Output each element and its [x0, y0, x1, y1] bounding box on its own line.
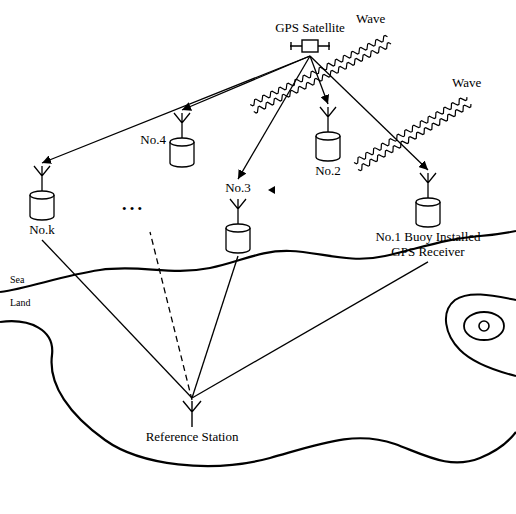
node-label: No.2 [315, 164, 341, 179]
node-label: No.1 Buoy Installed GPS Receiver [362, 230, 494, 260]
dashed-link [150, 232, 192, 400]
link-line [192, 256, 238, 398]
wave-label: Wave [356, 12, 385, 27]
node-label: No.4 [140, 133, 166, 148]
coastline [0, 231, 516, 292]
wave-bands [250, 35, 471, 170]
node-label: Reference Station [146, 430, 239, 445]
node-label: No.k [29, 223, 55, 238]
buoy: No.2 [312, 104, 344, 181]
wave-line [250, 35, 387, 105]
satellite-symbol [290, 38, 330, 54]
link-line [42, 240, 192, 398]
small-arrowhead [268, 186, 275, 194]
link-line [192, 262, 428, 398]
antenna-symbol [178, 400, 206, 428]
island [479, 321, 489, 331]
gps-satellite: GPS Satellite [273, 19, 347, 56]
wave-label: Wave [452, 76, 481, 91]
node-label: No.3 [225, 181, 251, 196]
signal-arrow [182, 56, 310, 110]
wave-line [254, 43, 391, 113]
land-outline [0, 321, 516, 466]
buoy-symbol [414, 172, 442, 228]
buoy: No.1 Buoy Installed GPS Receiver [360, 170, 496, 262]
buoy: No.k [26, 163, 58, 240]
ellipsis: • • • [122, 202, 142, 217]
buoy: No.4 [138, 110, 198, 170]
reference-station: Reference Station [144, 398, 241, 447]
signal-arrow [310, 56, 328, 104]
buoy-symbol [314, 106, 342, 162]
signal-arrow [238, 56, 310, 179]
wave-line [358, 104, 471, 171]
island [464, 312, 504, 340]
buoy: No.3 [222, 179, 254, 256]
region-label: Land [10, 297, 31, 309]
buoy-symbol [28, 165, 56, 221]
node-label: GPS Satellite [275, 21, 345, 36]
region-label: Sea [10, 274, 24, 286]
signal-arrow [310, 56, 428, 170]
buoy-symbol [168, 112, 196, 168]
land-outline [446, 295, 516, 376]
buoy-symbol [224, 198, 252, 254]
